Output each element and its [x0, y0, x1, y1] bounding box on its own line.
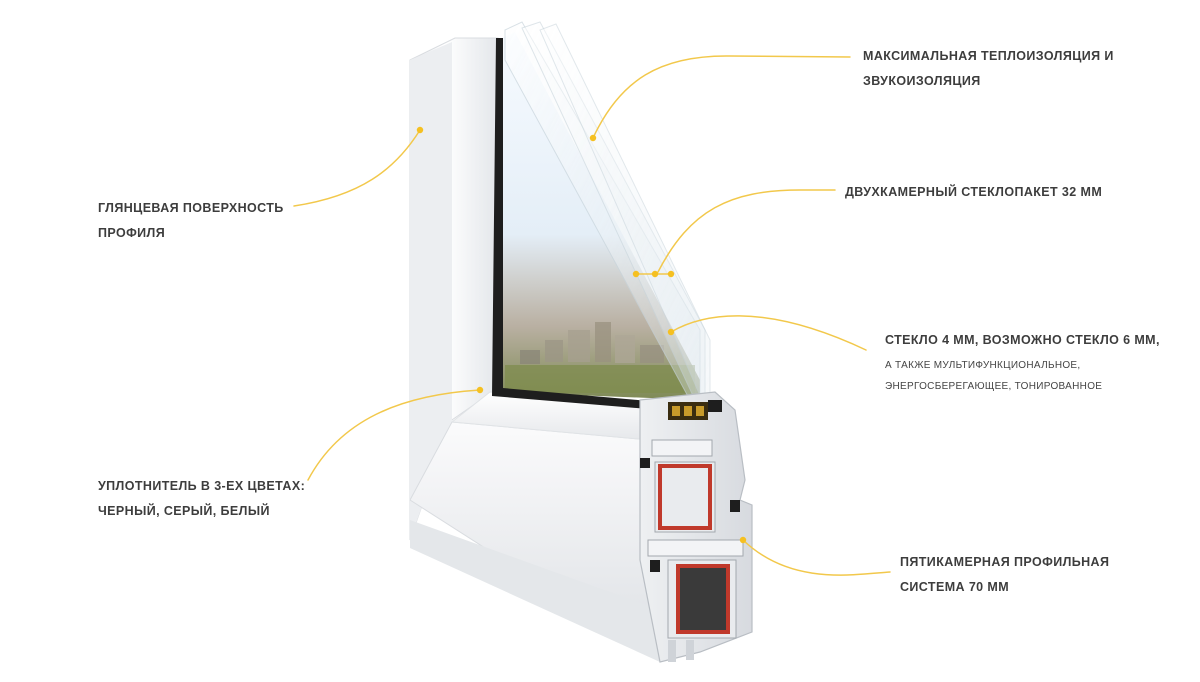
callout-glass-line3: энергосберегающее, тонированное [885, 381, 1103, 392]
callout-profile-line2: СИСТЕМА 70 ММ [900, 580, 1010, 594]
callout-gloss-line1: ГЛЯНЦЕВАЯ ПОВЕРХНОСТЬ [98, 201, 284, 215]
callout-insulation-line1: МАКСИМАЛЬНАЯ ТЕПЛОИЗОЛЯЦИЯ И [863, 49, 1114, 63]
glass-pane-3 [539, 23, 711, 401]
callout-line-glass [670, 315, 867, 351]
callout-profile-line1: ПЯТИКАМЕРНАЯ ПРОФИЛЬНАЯ [900, 555, 1110, 569]
dot-glass-unit-2 [651, 270, 659, 278]
profile-cross-section [639, 391, 753, 663]
dot-glass-unit-1 [632, 270, 640, 278]
window-illustration [409, 21, 753, 663]
callout-gloss-surface: ГЛЯНЦЕВАЯ ПОВЕРХНОСТЬ ПРОФИЛЯ [98, 196, 298, 246]
frame-bottom-lower [410, 520, 660, 662]
callout-glass-line1: СТЕКЛО 4 ММ, ВОЗМОЖНО СТЕКЛО 6 ММ, [885, 333, 1160, 347]
callout-seal-line1: УПЛОТНИТЕЛЬ В 3-ЕХ ЦВЕТАХ: [98, 479, 306, 493]
callout-line-seal [307, 389, 481, 481]
callout-glass-unit: ДВУХКАМЕРНЫЙ СТЕКЛОПАКЕТ 32 ММ [845, 180, 1145, 205]
callout-dots [416, 126, 747, 544]
callout-line-profile [742, 539, 891, 576]
callout-gloss-line2: ПРОФИЛЯ [98, 226, 166, 240]
callout-line-glass-unit [657, 189, 836, 273]
callout-glass: СТЕКЛО 4 ММ, ВОЗМОЖНО СТЕКЛО 6 ММ, а так… [885, 328, 1185, 399]
callout-insulation: МАКСИМАЛЬНАЯ ТЕПЛОИЗОЛЯЦИЯ И ЗВУКОИЗОЛЯЦ… [863, 44, 1153, 94]
dot-seal [476, 386, 484, 394]
callout-line-insulation [592, 55, 851, 139]
landscape [505, 322, 695, 393]
dot-gloss [416, 126, 424, 134]
dot-profile [739, 536, 747, 544]
dot-insulation [589, 134, 597, 142]
callout-line-gloss [293, 129, 421, 207]
dot-glass [667, 328, 675, 336]
frame-left-face [410, 42, 452, 540]
callout-insulation-line2: ЗВУКОИЗОЛЯЦИЯ [863, 74, 981, 88]
callout-profile-system: ПЯТИКАМЕРНАЯ ПРОФИЛЬНАЯ СИСТЕМА 70 ММ [900, 550, 1160, 600]
dot-glass-unit-3 [667, 270, 675, 278]
callout-glass-unit-line1: ДВУХКАМЕРНЫЙ СТЕКЛОПАКЕТ 32 ММ [845, 185, 1103, 199]
callout-lines [293, 55, 891, 576]
callout-glass-line2: а также мультифункциональное, [885, 360, 1081, 371]
callout-seal: УПЛОТНИТЕЛЬ В 3-ЕХ ЦВЕТАХ: ЧЕРНЫЙ, СЕРЫЙ… [98, 474, 328, 524]
callout-seal-line2: ЧЕРНЫЙ, СЕРЫЙ, БЕЛЫЙ [98, 504, 270, 518]
